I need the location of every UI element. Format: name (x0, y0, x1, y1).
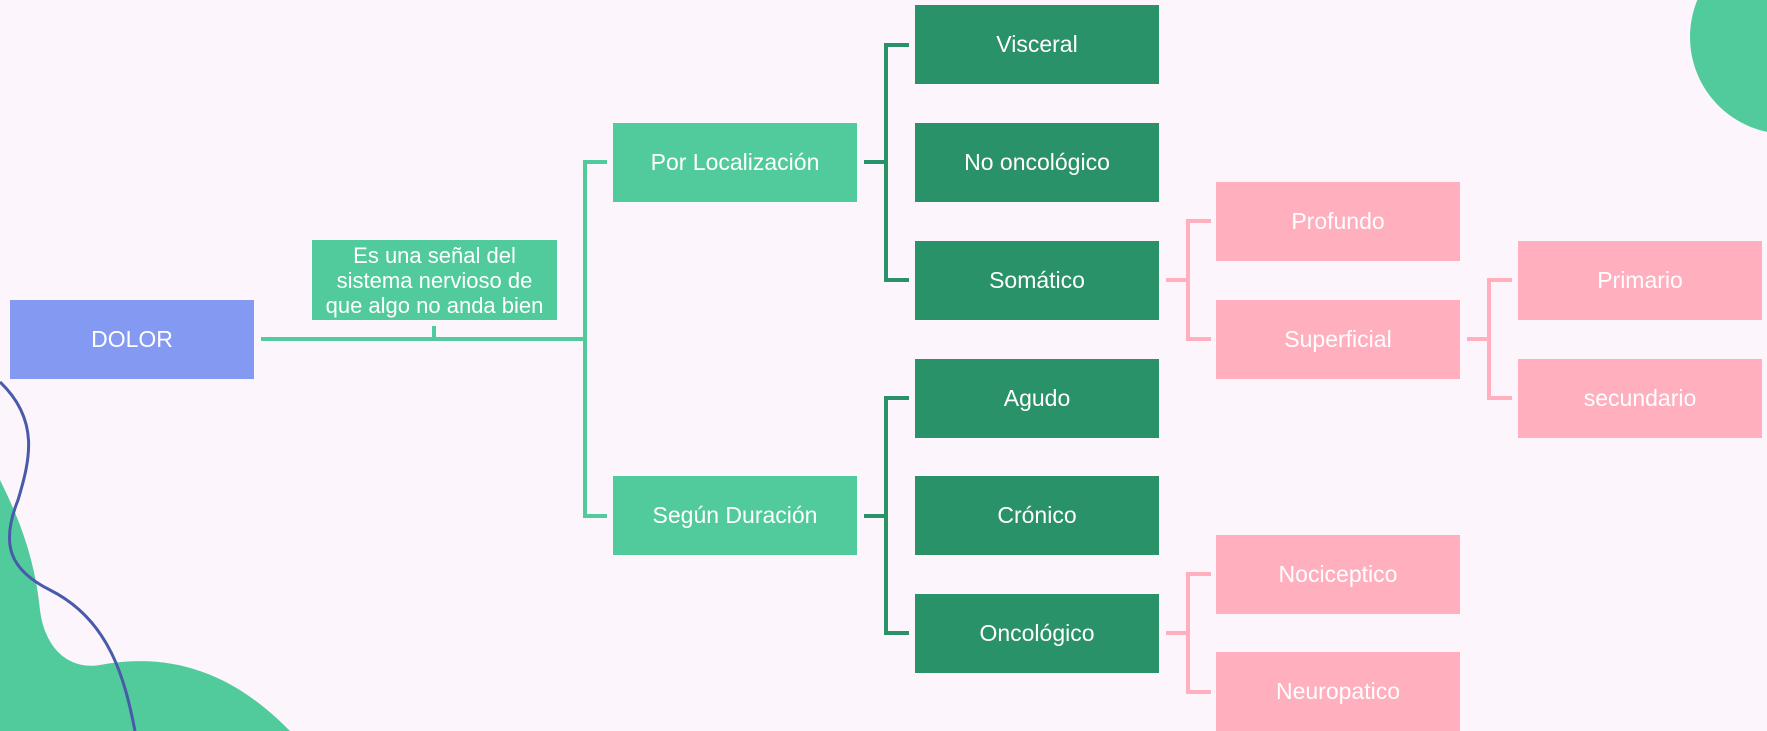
node-cronico: Crónico (915, 476, 1159, 555)
node-label: Oncológico (979, 620, 1095, 646)
node-label: Visceral (996, 31, 1078, 57)
blob-shape-bottom-left (0, 480, 290, 731)
definition-text: Es una señal del sistema nervioso de que… (325, 242, 544, 318)
node-label: secundario (1583, 385, 1697, 411)
root-connector (261, 160, 607, 518)
node-oncologico: Oncológico (915, 594, 1159, 673)
node-label: Nociceptico (1278, 561, 1398, 587)
node-nociceptico: Nociceptico (1216, 535, 1460, 614)
node-label: Profundo (1291, 208, 1385, 234)
node-label: Somático (989, 267, 1085, 293)
node-no-oncologico: No oncológico (915, 123, 1159, 202)
node-label: Agudo (1003, 385, 1071, 411)
definition-note: Es una señal del sistema nervioso de que… (312, 240, 557, 320)
category-por-localizacion: Por Localización (613, 123, 857, 202)
category-label: Por Localización (650, 149, 820, 175)
node-profundo: Profundo (1216, 182, 1460, 261)
node-secundario: secundario (1518, 359, 1762, 438)
node-somatico: Somático (915, 241, 1159, 320)
level2-connectors (864, 43, 909, 635)
node-visceral: Visceral (915, 5, 1159, 84)
node-label: Superficial (1284, 326, 1392, 352)
root-label: DOLOR (91, 326, 173, 352)
node-agudo: Agudo (915, 359, 1159, 438)
node-primario: Primario (1518, 241, 1762, 320)
root-node-dolor: DOLOR (10, 300, 254, 379)
category-segun-duracion: Según Duración (613, 476, 857, 555)
node-label: Crónico (997, 502, 1077, 528)
node-label: Neuropatico (1275, 678, 1401, 704)
category-label: Según Duración (652, 502, 818, 528)
node-label: Primario (1597, 267, 1683, 293)
curve-line (0, 380, 137, 731)
node-neuropatico: Neuropatico (1216, 652, 1460, 731)
level3-connectors (1166, 219, 1512, 694)
node-superficial: Superficial (1216, 300, 1460, 379)
node-label: No oncológico (964, 149, 1110, 175)
blob-shape-top-right (1690, 0, 1767, 132)
